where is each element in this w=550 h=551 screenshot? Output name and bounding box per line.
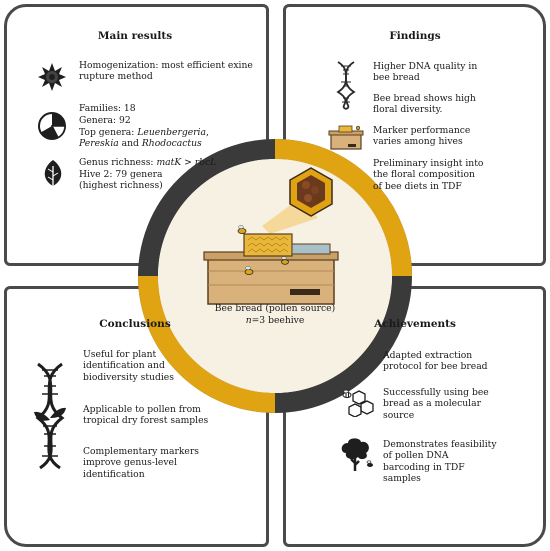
beehive-box-icon [328,125,364,150]
findings-item4: Preliminary insight into the floral comp… [373,158,484,192]
center-label: Bee bread (pollen source) n=3 beehive [175,303,375,326]
achievements-item1: Adapted extraction protocol for bee brea… [383,350,488,373]
findings-title: Findings [389,30,441,42]
findings-item1: Higher DNA quality in bee bread [373,61,478,84]
dna-helix-icon [336,61,356,110]
bees-honeycomb-icon [342,389,374,417]
conclusions-item1: Useful for plant identification and biod… [83,349,174,383]
achievements-title: Achievements [374,318,456,330]
bee-icon [237,225,247,234]
achievements-item3: Demonstrates feasibility of pollen DNA b… [383,439,497,484]
center-label-line2: n=3 beehive [245,314,305,326]
gold-ring-bottom-left [138,275,276,413]
achievements-item2: Successfully using bee bread as a molecu… [383,387,489,421]
main-results-families: Families: 18 [79,103,136,114]
pie-chart-icon [38,112,66,140]
bee-icon [244,266,254,275]
main-results-item1: Homogenization: most efficient exine rup… [79,60,253,83]
main-results-richness: Genus richness: matK > rbcL [79,157,217,168]
conclusions-item2: Applicable to pollen from tropical dry f… [83,404,209,427]
gold-ring-top-right [274,139,412,277]
tree-bee-icon [341,438,373,471]
main-results-top-genera: Top genera: Leuenbergeria,Pereskia and R… [79,127,209,150]
dna-plant-icon [34,362,66,470]
conclusions-item3: Complementary markers improve genus-leve… [83,446,199,480]
leaf-icon [44,160,62,186]
bee-icon [281,256,289,265]
center-label-line1: Bee bread (pollen source) [214,303,336,314]
findings-item3: Marker performance varies among hives [373,125,471,148]
beehive-box-icon [203,225,339,305]
conclusions-title: Conclusions [99,318,171,330]
findings-item2: Bee bread shows high floral diversity. [373,93,476,116]
main-results-title: Main results [97,30,173,42]
sunflower-pollen-icon [38,63,66,91]
main-results-hive2: Hive 2: 79 genera (highest richness) [79,169,163,192]
main-results-genera: Genera: 92 [79,115,131,126]
